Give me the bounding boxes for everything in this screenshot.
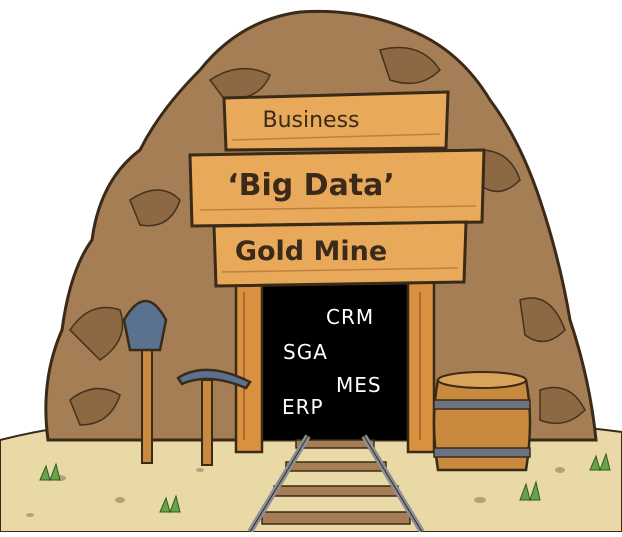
pickaxe-icon	[176, 368, 252, 466]
sign-line-big-data: ‘Big Data’	[227, 168, 395, 203]
rail-track-icon	[247, 434, 425, 534]
mine-tunnel	[250, 282, 432, 440]
tunnel-label-erp: ERP	[282, 395, 324, 419]
grass-tufts	[39, 452, 611, 514]
sign-line-gold-mine: Gold Mine	[234, 236, 388, 267]
barrel-icon	[432, 371, 532, 472]
tunnel-label-crm: CRM	[326, 305, 375, 329]
signboards	[188, 90, 486, 288]
sign-line-business: Business	[262, 108, 360, 133]
tunnel-label-mes: MES	[336, 373, 382, 397]
shovel-icon	[122, 299, 168, 464]
tunnel-label-sga: SGA	[283, 340, 328, 364]
